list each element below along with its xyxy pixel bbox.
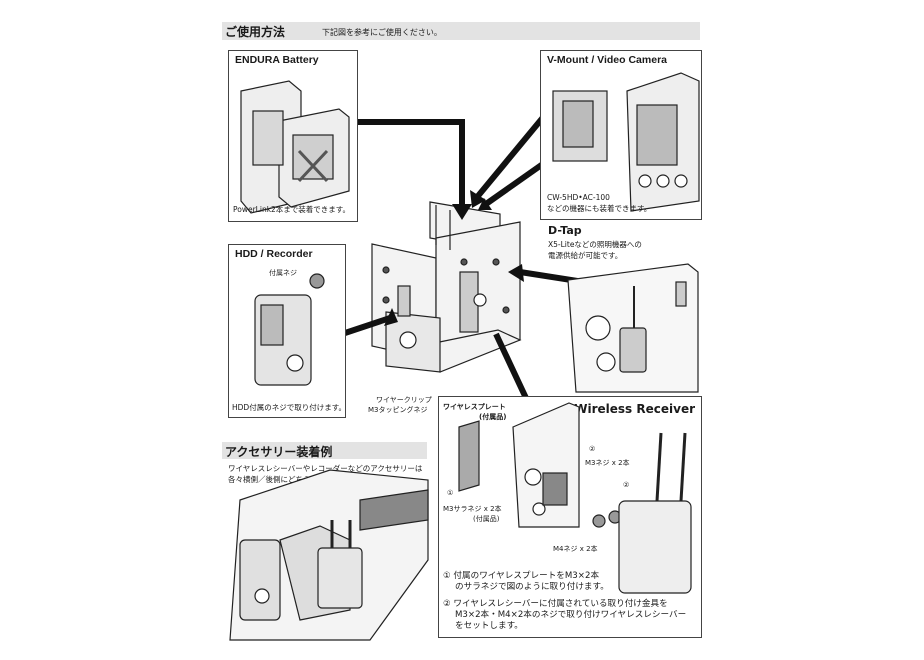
- step-2-line-1: ② ワイヤレスレシーバーに付属されている取り付け金具を: [443, 599, 668, 609]
- sara-screw-label-2: (付属品): [473, 515, 500, 523]
- wire-clip-label-1: ワイヤークリップ: [376, 396, 432, 404]
- marker-1: ①: [447, 489, 454, 497]
- wireless-plate-label-1: ワイヤレスプレート: [443, 403, 506, 411]
- marker-2: ②: [589, 445, 596, 453]
- wireless-title: Wireless Receiver: [574, 402, 695, 416]
- wireless-receiver-panel: Wireless Receiver ワイヤレスプレート (付属品) ① M3サラ…: [438, 396, 702, 638]
- step-1-line-2: のサラネジで図のように取り付けます。: [455, 582, 609, 592]
- endura-battery-title: ENDURA Battery: [235, 54, 319, 66]
- battery-illustration: [240, 80, 350, 214]
- dtap-title: D-Tap: [548, 224, 582, 237]
- hdd-title: HDD / Recorder: [235, 248, 313, 260]
- wire-clip-label-2: M3タッピングネジ: [368, 406, 428, 414]
- dtap-section: D-Tap X5-Liteなどの照明機器への 電源供給が可能です。: [548, 224, 700, 394]
- vmount-caption-1: CW-5HD•AC-100: [547, 193, 610, 202]
- central-bracket-illustration: [371, 201, 522, 373]
- endura-caption: PowerLink2本まで装着できます。: [233, 205, 351, 214]
- hdd-screw-label: 付属ネジ: [269, 269, 297, 277]
- dtap-desc-1: X5-Liteなどの照明機器への: [548, 240, 642, 249]
- hdd-caption: HDD付属のネジで取り付けます。: [232, 403, 346, 412]
- header-title: ご使用方法: [225, 25, 286, 39]
- dtap-illustration: [567, 263, 699, 393]
- marker-2b: ②: [623, 481, 630, 489]
- recorder-illustration: [254, 273, 325, 386]
- hdd-recorder-panel: HDD / Recorder 付属ネジ HDD付属のネジで取り付けます。: [228, 244, 346, 418]
- wireless-illustration: [458, 402, 692, 594]
- header-subtitle: 下記図を参考にご使用ください。: [322, 28, 442, 37]
- sara-screw-label-1: M3サラネジ x 2本: [443, 505, 502, 513]
- accessory-header: アクセサリー装着例: [222, 442, 427, 459]
- wireless-plate-label-2: (付属品): [479, 413, 507, 421]
- vmount-caption-2: などの機器にも装着できます。: [547, 204, 652, 213]
- step-1-line-1: ① 付属のワイヤレスプレートをM3×2本: [443, 571, 600, 581]
- accessory-title: アクセサリー装着例: [225, 445, 333, 459]
- endura-battery-panel: ENDURA Battery PowerLink2本まで装着できます。: [228, 50, 358, 222]
- m3-screw-label: M3ネジ x 2本: [585, 459, 630, 467]
- step-2-line-2: M3×2本・M4×2本のネジで取り付けワイヤレスレシーバー: [455, 610, 687, 620]
- vmount-illustration: [552, 72, 700, 212]
- m4-screw-label: M4ネジ x 2本: [553, 545, 598, 553]
- dtap-desc-2: 電源供給が可能です。: [548, 251, 623, 260]
- step-2-line-3: をセットします。: [455, 621, 523, 631]
- vmount-title: V-Mount / Video Camera: [547, 54, 667, 66]
- header-bar: ご使用方法 下記図を参考にご使用ください。: [222, 22, 700, 40]
- accessory-desc-1: ワイヤレスレシーバーやレコーダーなどのアクセサリーは: [228, 464, 423, 473]
- vmount-camera-panel: V-Mount / Video Camera CW-5HD•AC-100 などの…: [540, 50, 702, 220]
